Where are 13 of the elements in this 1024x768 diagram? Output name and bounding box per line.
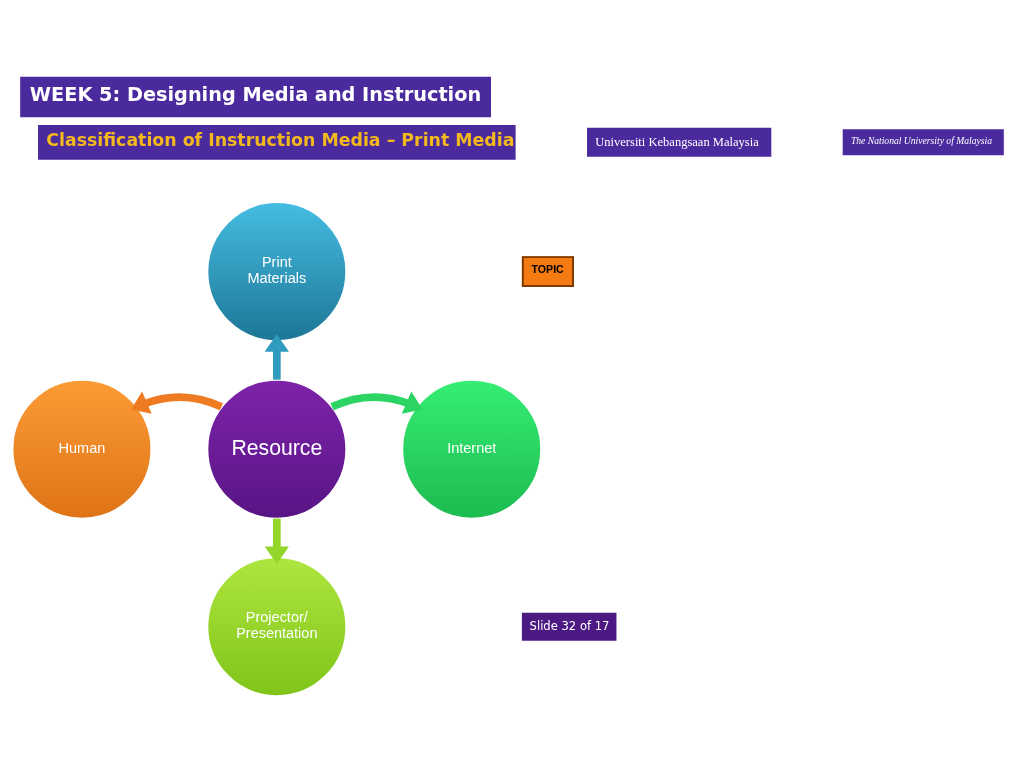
node-circle: Projector/ Presentation	[206, 555, 348, 697]
node-circle: Print Materials	[206, 200, 348, 342]
label: TOPIC	[531, 262, 564, 275]
diagram-title: WEEK 5: Designing Media and Instruction	[29, 82, 482, 106]
label: Universiti Kebangsaan Malaysia	[595, 134, 759, 149]
arrow	[264, 518, 289, 564]
node-circle: Resource	[206, 378, 348, 520]
label: The National University of Malaysia	[850, 134, 993, 146]
label: Slide 32 of 17	[529, 618, 610, 633]
arrow	[264, 333, 289, 380]
label: Classification of Instruction Media – Print Media	[46, 129, 515, 150]
arrow	[130, 391, 223, 414]
arrow	[330, 390, 423, 414]
